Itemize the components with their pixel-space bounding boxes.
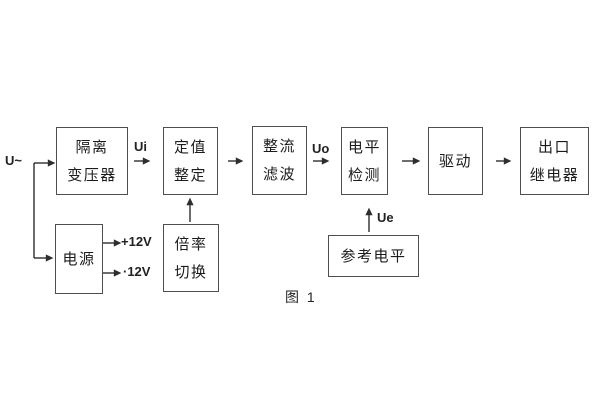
neg-12v-rail-label: ·12V xyxy=(123,264,151,279)
block-label: 定值 xyxy=(173,138,207,156)
block-label: 驱动 xyxy=(438,152,472,170)
block-label: 倍率 xyxy=(174,235,208,253)
block-reference-level: 参考电平 xyxy=(328,235,419,277)
block-label: 变压器 xyxy=(67,166,117,184)
block-output-relay: 出口 继电器 xyxy=(520,127,589,195)
ui-signal-label: Ui xyxy=(134,139,147,154)
block-label: 检测 xyxy=(347,166,381,184)
uo-signal-label: Uo xyxy=(312,141,330,156)
block-label: 滤波 xyxy=(262,166,296,183)
block-label: 继电器 xyxy=(529,166,580,184)
block-isolation-transformer: 隔离 变压器 xyxy=(56,127,128,195)
block-power-supply: 电源 xyxy=(55,224,103,294)
figure-caption: 图 1 xyxy=(285,289,317,305)
block-label: 切换 xyxy=(174,263,208,281)
block-rectifier-filter: 整流 滤波 xyxy=(252,126,307,195)
pos-12v-rail-label: +12V xyxy=(121,234,152,249)
block-label: 隔离 xyxy=(75,138,109,156)
block-driver: 驱动 xyxy=(428,127,483,195)
ue-signal-label: Ue xyxy=(377,210,394,225)
block-level-detection: 电平 检测 xyxy=(341,127,388,195)
input-voltage-label: U~ xyxy=(5,153,22,168)
block-setpoint-adjustment: 定值 整定 xyxy=(163,127,218,195)
block-label: 整定 xyxy=(173,166,207,184)
block-label: 整流 xyxy=(262,138,296,155)
block-label: 参考电平 xyxy=(340,247,407,265)
block-label: 电平 xyxy=(347,138,381,156)
block-label: 出口 xyxy=(537,138,571,156)
block-label: 电源 xyxy=(62,250,96,268)
block-ratio-switching: 倍率 切换 xyxy=(163,224,219,292)
